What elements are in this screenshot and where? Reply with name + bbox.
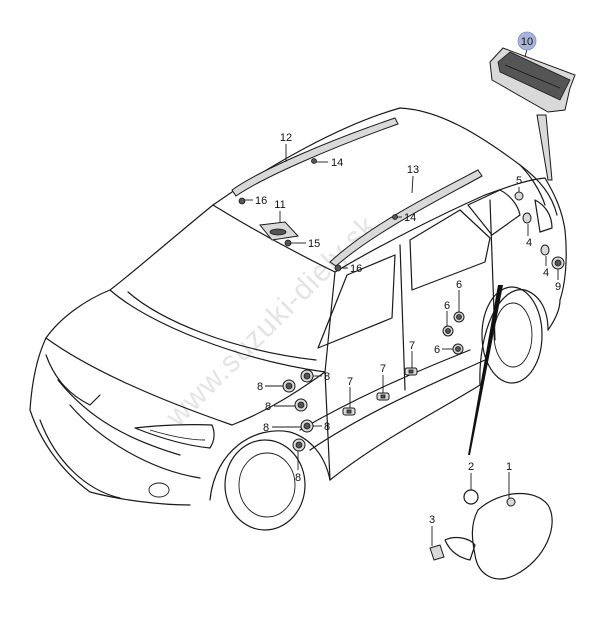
- part-8-grommet-d[interactable]: [300, 419, 314, 433]
- callout-13[interactable]: 13: [407, 164, 419, 176]
- callout-1[interactable]: 1: [506, 461, 512, 473]
- callout-10[interactable]: 10: [521, 36, 533, 48]
- callout-4-upper[interactable]: 4: [526, 237, 532, 249]
- callout-6-top[interactable]: 6: [456, 279, 462, 291]
- part-7-clip-a[interactable]: [404, 367, 418, 376]
- callout-15[interactable]: 15: [308, 238, 320, 250]
- callout-8-a[interactable]: 8: [324, 371, 330, 383]
- pointer-arrow-1: [468, 285, 503, 455]
- part-16-clip-top[interactable]: [238, 197, 246, 205]
- part-14-screw-top[interactable]: [311, 158, 317, 164]
- callout-7-a[interactable]: 7: [409, 340, 415, 352]
- part-8-grommet-e[interactable]: [292, 438, 306, 452]
- part-8-grommet-c[interactable]: [294, 398, 308, 412]
- callout-7-c[interactable]: 7: [347, 376, 353, 388]
- part-6-grommet-c[interactable]: [452, 343, 464, 355]
- callout-2[interactable]: 2: [468, 461, 474, 473]
- highlight-circle-10: [517, 31, 537, 51]
- part-1-fuel-lid[interactable]: [471, 493, 553, 580]
- part-7-clip-b[interactable]: [376, 392, 390, 401]
- callout-8-c[interactable]: 8: [265, 401, 271, 413]
- part-13-roof-rail[interactable]: [329, 169, 483, 267]
- callout-16-mid[interactable]: 16: [350, 263, 362, 275]
- part-14-screw-mid[interactable]: [392, 214, 398, 220]
- part-12-roof-rail[interactable]: [231, 117, 399, 197]
- pointer-arrow-10: [536, 114, 553, 181]
- callout-14-mid[interactable]: 14: [404, 212, 416, 224]
- part-3-hinge[interactable]: [429, 536, 476, 561]
- callout-8-e[interactable]: 8: [263, 422, 269, 434]
- part-7-clip-c[interactable]: [342, 407, 356, 416]
- part-8-grommet-a[interactable]: [300, 369, 314, 383]
- callout-12[interactable]: 12: [280, 132, 292, 144]
- part-6-grommet-b[interactable]: [453, 311, 465, 323]
- callout-14-top[interactable]: 14: [331, 157, 343, 169]
- part-4-cap-lower[interactable]: [540, 244, 550, 256]
- car-body-outline: [29, 107, 567, 531]
- part-4-cap-upper[interactable]: [522, 212, 532, 224]
- part-16-clip-mid[interactable]: [334, 264, 342, 272]
- callout-16-top[interactable]: 16: [255, 195, 267, 207]
- callout-6-left[interactable]: 6: [444, 300, 450, 312]
- part-10-panel[interactable]: [489, 47, 576, 113]
- part-5-grommet[interactable]: [514, 191, 524, 201]
- callout-6-bottom[interactable]: 6: [434, 344, 440, 356]
- callout-4-lower[interactable]: 4: [543, 267, 549, 279]
- callout-5[interactable]: 5: [516, 175, 522, 187]
- callout-9[interactable]: 9: [555, 281, 561, 293]
- callout-3[interactable]: 3: [429, 514, 435, 526]
- callout-11[interactable]: 11: [274, 199, 285, 211]
- part-11-lamp[interactable]: [259, 221, 300, 241]
- part-8-grommet-b[interactable]: [282, 379, 296, 393]
- callout-8-b[interactable]: 8: [257, 381, 263, 393]
- part-9-grommet[interactable]: [551, 256, 565, 270]
- callout-8-d[interactable]: 8: [324, 421, 330, 433]
- part-2-cap[interactable]: [463, 489, 479, 505]
- callout-7-b[interactable]: 7: [380, 363, 386, 375]
- callout-8-f[interactable]: 8: [295, 472, 301, 484]
- part-6-grommet-a[interactable]: [442, 325, 454, 337]
